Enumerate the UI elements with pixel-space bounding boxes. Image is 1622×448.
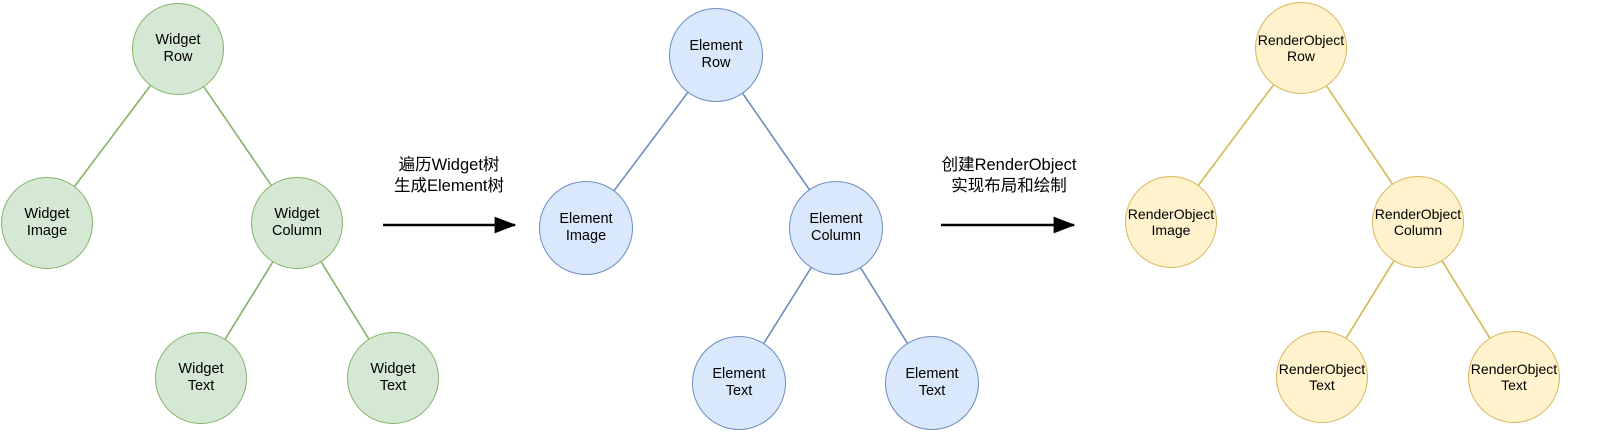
node-label-line1: Widget [24, 206, 70, 223]
tree-edge [1197, 84, 1275, 186]
node-label-line1: Element [689, 38, 743, 55]
node-label-line1: Element [559, 211, 613, 228]
node-label-line1: RenderObject [1257, 31, 1345, 48]
node-label-line2: Image [26, 223, 68, 239]
arrow-label-arrow-element-to-render: 创建RenderObject 实现布局和绘制 [869, 155, 1149, 197]
node-label-line1: Widget [370, 361, 416, 378]
tree-edge [74, 85, 151, 187]
arrow-label-line2: 生成Element树 [393, 177, 505, 196]
node-label-line2: Column [1393, 222, 1443, 238]
tree-edge [613, 92, 689, 191]
node-label-line2: Text [1309, 377, 1335, 393]
node-label-line1: RenderObject [1127, 205, 1215, 222]
tree-edge [1441, 260, 1491, 339]
node-label-line1: Element [905, 366, 959, 383]
node-label-line2: Text [1501, 377, 1527, 393]
node-label-line2: Image [1151, 222, 1191, 238]
node-label-line1: RenderObject [1278, 360, 1366, 377]
tree-edge [763, 267, 812, 344]
tree-edge [1345, 260, 1395, 339]
node-label-line1: Element [809, 211, 863, 228]
node-label-line1: Widget [155, 32, 201, 49]
tree-edge [224, 261, 274, 340]
node-label-line2: Row [1286, 48, 1315, 64]
tree-edge [203, 86, 272, 186]
node-label-line1: Widget [178, 361, 224, 378]
node-label-line2: Column [272, 223, 322, 239]
node-label-line2: Row [163, 49, 193, 65]
node-label-line2: Text [187, 378, 215, 394]
tree-edge [1326, 85, 1393, 185]
arrow-label-line1: 遍历Widget树 [398, 156, 500, 174]
tree-edge [860, 267, 908, 344]
arrow-label-arrow-widget-to-element: 遍历Widget树生成Element树 [309, 155, 589, 197]
tree-edge [320, 261, 370, 340]
node-label-line2: Column [811, 228, 861, 244]
tree-edge [742, 93, 810, 190]
node-label-line1: RenderObject [1374, 205, 1462, 222]
node-label-line2: Text [379, 378, 407, 394]
node-label-line1: Widget [274, 206, 320, 223]
node-label-line2: Image [565, 228, 607, 244]
arrow-label-line1: 创建RenderObject [941, 156, 1077, 174]
node-label-line1: RenderObject [1470, 360, 1558, 377]
arrow-label-line2: 实现布局和绘制 [951, 177, 1067, 196]
node-label-line2: Row [701, 55, 731, 71]
node-label-line1: Element [712, 366, 766, 383]
node-label-line2: Text [918, 383, 946, 399]
node-label-line2: Text [725, 383, 753, 399]
